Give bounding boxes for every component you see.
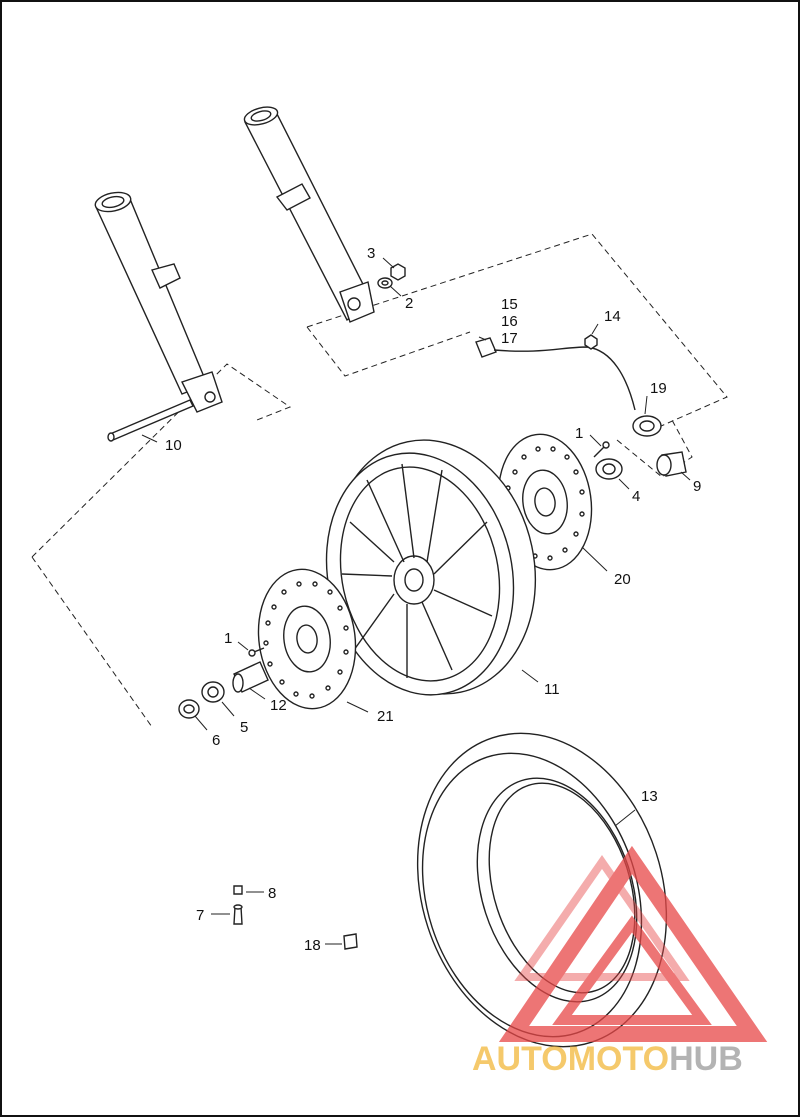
brake-rotor-left — [257, 568, 357, 710]
watermark-moto: MOTO — [568, 1040, 669, 1078]
sensor-ring — [632, 415, 662, 437]
callout-16: 16 — [501, 313, 518, 330]
dashed-assembly-lines — [31, 233, 728, 728]
callout-17: 17 — [501, 330, 518, 347]
rotor-bolt-left — [248, 647, 265, 657]
balance-weight — [343, 933, 358, 950]
seal — [178, 699, 200, 719]
callout-5: 5 — [240, 719, 248, 736]
callout-12: 12 — [270, 697, 287, 714]
callout-10: 10 — [165, 437, 182, 454]
bearing-right — [595, 458, 623, 480]
callout-4: 4 — [632, 488, 640, 505]
callout-8: 8 — [268, 885, 276, 902]
callout-2: 2 — [405, 295, 413, 312]
callout-6: 6 — [212, 732, 220, 749]
callout-7: 7 — [196, 907, 204, 924]
callout-20: 20 — [614, 571, 631, 588]
callout-18: 18 — [304, 937, 321, 954]
nut — [390, 263, 406, 281]
watermark-hub: HUB — [669, 1040, 743, 1078]
bearing-left — [201, 681, 225, 703]
watermark-triangle-inner — [552, 915, 712, 1025]
watermark-triangle-mid — [514, 854, 690, 981]
callout-11: 11 — [544, 681, 560, 698]
callout-3: 3 — [367, 245, 375, 262]
washer — [377, 277, 393, 289]
callout-9: 9 — [693, 478, 701, 495]
callout-13: 13 — [641, 788, 658, 805]
valve-stem — [233, 904, 243, 925]
watermark-text: AUTOMOTOHUB — [472, 1040, 743, 1078]
callout-1: 1 — [575, 425, 583, 442]
wheel-speed-sensor — [475, 337, 636, 411]
front-axle — [107, 399, 194, 442]
callouts: 3 2 15 16 17 14 19 1 9 4 10 20 11 1 12 2… — [165, 245, 701, 954]
callout-21: 21 — [377, 708, 394, 725]
axle-spacer — [232, 661, 269, 693]
callout-15: 15 — [501, 296, 518, 313]
watermark-triangle-outer — [498, 845, 768, 1042]
rotor-bolt-top — [593, 441, 610, 458]
leader-lines — [141, 257, 691, 945]
watermark-logo: AUTOMOTOHUB — [472, 845, 768, 1078]
callout-19: 19 — [650, 380, 667, 397]
callout-14: 14 — [604, 308, 621, 325]
front-wheel — [325, 439, 537, 696]
watermark-auto: AUTO — [472, 1040, 568, 1078]
spacer — [656, 451, 687, 477]
callout-1: 1 — [224, 630, 232, 647]
valve-cap — [233, 885, 243, 895]
left-fork-leg — [94, 191, 223, 413]
right-fork-leg — [243, 106, 375, 323]
tire — [416, 732, 668, 1048]
sensor-nut — [584, 334, 598, 350]
